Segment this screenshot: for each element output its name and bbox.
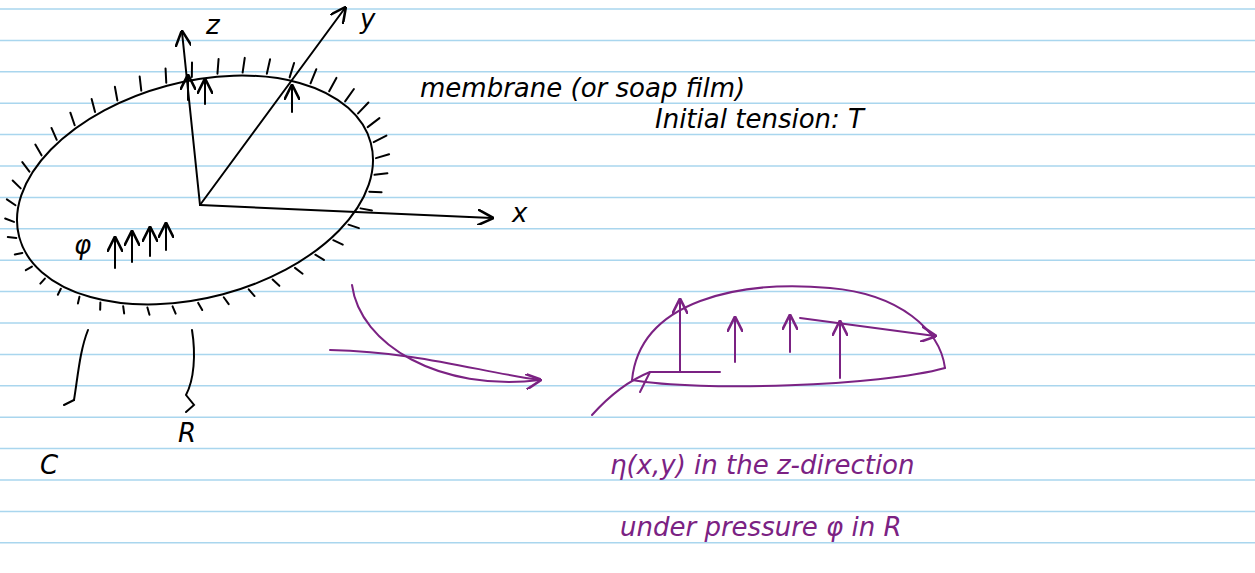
hatch-mark bbox=[273, 280, 280, 286]
hatch-mark bbox=[7, 199, 16, 205]
hatch-mark bbox=[290, 63, 294, 77]
ruled-line bbox=[0, 8, 1255, 10]
note-text: membrane (or soap film) bbox=[420, 75, 745, 101]
hatch-mark bbox=[40, 279, 45, 284]
hatch-mark bbox=[374, 173, 387, 175]
hatch-mark bbox=[376, 154, 389, 158]
note-text: Initial tension: T bbox=[655, 106, 864, 132]
ruled-line bbox=[0, 259, 1255, 261]
hatch-mark bbox=[51, 128, 56, 140]
membrane-outline bbox=[0, 8, 492, 412]
axis-label: z bbox=[206, 12, 220, 38]
hatch-mark bbox=[78, 297, 80, 304]
hatch-mark bbox=[295, 268, 303, 274]
note-text: η(x,y) in the z-direction bbox=[610, 452, 915, 478]
ruled-line bbox=[0, 542, 1255, 544]
hatch-mark bbox=[99, 303, 101, 310]
boundary-label: C bbox=[40, 452, 58, 478]
region-label: R bbox=[178, 420, 196, 446]
ruled-line bbox=[0, 228, 1255, 230]
hatch-mark bbox=[358, 102, 368, 113]
hatch-mark bbox=[243, 58, 245, 73]
hatch-mark bbox=[368, 118, 380, 127]
hatch-mark bbox=[249, 289, 255, 296]
ruled-line bbox=[0, 71, 1255, 73]
ruled-line bbox=[0, 385, 1255, 387]
hatch-mark bbox=[329, 78, 336, 91]
hatch-mark bbox=[92, 99, 95, 112]
ruled-line bbox=[0, 511, 1255, 513]
hatch-mark bbox=[198, 303, 202, 310]
hatch-mark bbox=[5, 218, 14, 221]
pressure-symbol: φ bbox=[74, 232, 91, 258]
hatch-mark bbox=[369, 191, 381, 194]
hatch-mark bbox=[224, 297, 229, 304]
hatch-mark bbox=[315, 255, 324, 260]
hatch-mark bbox=[333, 240, 343, 244]
ruled-line bbox=[0, 448, 1255, 450]
hatch-mark bbox=[267, 59, 270, 74]
ruled-line bbox=[0, 479, 1255, 481]
ruled-line bbox=[0, 197, 1255, 199]
ruled-line bbox=[0, 322, 1255, 324]
ruled-line bbox=[0, 416, 1255, 418]
deflected-membrane bbox=[330, 285, 945, 415]
note-text: under pressure φ in R bbox=[620, 514, 902, 540]
hatch-mark bbox=[115, 87, 118, 101]
hatch-mark bbox=[22, 162, 29, 172]
hatch-mark bbox=[191, 63, 193, 78]
ruled-line bbox=[0, 354, 1255, 356]
hatch-mark bbox=[8, 236, 17, 239]
hatch-mark bbox=[348, 225, 358, 228]
ruled-lines bbox=[0, 9, 1255, 543]
hatch-mark bbox=[147, 307, 149, 314]
hatch-mark bbox=[26, 267, 32, 271]
hatch-mark bbox=[13, 180, 21, 188]
hatch-mark bbox=[70, 113, 74, 126]
hatch-mark bbox=[58, 289, 61, 295]
axis-label: y bbox=[360, 6, 375, 32]
ruled-line bbox=[0, 291, 1255, 293]
ruled-line bbox=[0, 165, 1255, 167]
hatch-mark bbox=[345, 89, 354, 101]
hatch-mark bbox=[122, 306, 125, 313]
hatch-mark bbox=[374, 136, 387, 143]
ruled-line bbox=[0, 40, 1255, 42]
hatch-mark bbox=[165, 68, 168, 82]
hatch-mark bbox=[35, 145, 41, 156]
hatch-mark bbox=[15, 253, 23, 255]
hatch-mark bbox=[311, 69, 317, 83]
hatch-mark bbox=[173, 306, 176, 313]
ruled-line bbox=[0, 102, 1255, 104]
hatch-mark bbox=[361, 208, 372, 210]
hatch-mark bbox=[217, 59, 218, 74]
hatch-mark bbox=[140, 77, 142, 91]
ruled-line bbox=[0, 134, 1255, 136]
axis-label: x bbox=[512, 200, 527, 226]
